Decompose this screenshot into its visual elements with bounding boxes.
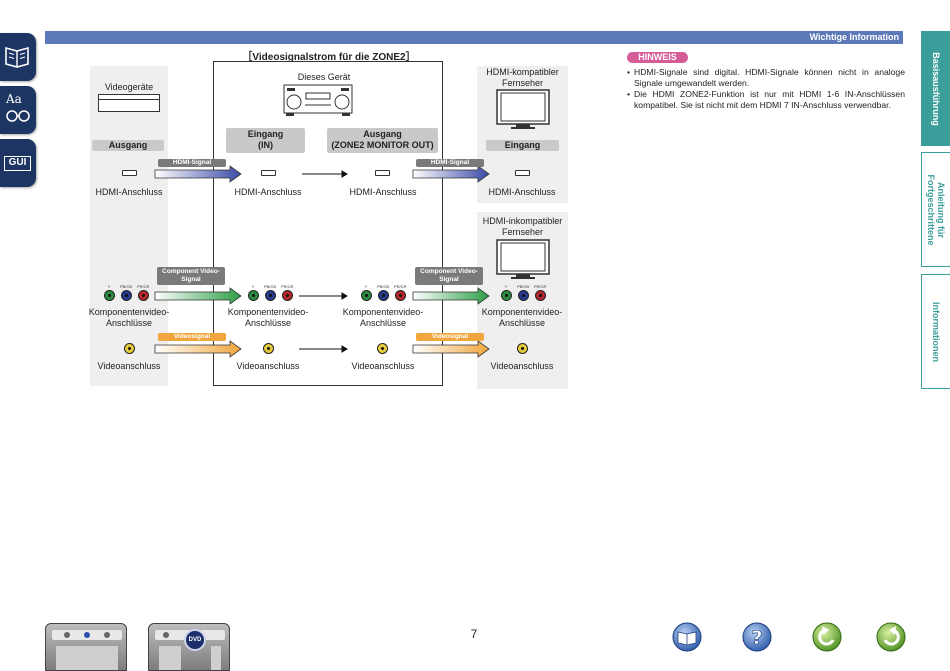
rca-red-icon [282,290,293,301]
hdmi-tv-label: HDMI-kompatibler Fernseher [486,67,559,88]
component-connector-label: Komponentenvideo- Anschlüsse [481,307,563,328]
rca-pr-label: PR/CR [281,284,294,289]
rca-y-label: Y [107,284,111,289]
header-bar: Wichtige Information [45,31,903,44]
video-connector-label: Videoanschluss [236,361,300,371]
hdmi-signal-tag: HDMI-Signal [416,159,484,167]
rca-green-icon [248,290,259,301]
rca-red-icon [535,290,546,301]
forward-icon[interactable] [876,622,906,652]
this-unit-box [213,61,443,386]
rca-pb-label: PB/CB [120,284,133,289]
tab-basisausfuehrung[interactable]: Basisausführung [921,31,950,146]
this-unit-label: Dieses Gerät [297,72,351,82]
rca-blue-icon [518,290,529,301]
component-connector-label: Komponentenvideo- Anschlüsse [88,307,170,328]
book-icon [5,46,29,68]
video-connector-label: Videoanschluss [490,361,554,371]
source-device-label: Videogeräte [104,82,154,92]
component-arrow [412,287,490,305]
svg-text:?: ? [751,627,762,649]
video-connector-label: Videoanschluss [351,361,415,371]
rca-pb-label: PB/CB [377,284,390,289]
book-nav-icon[interactable] [672,622,702,652]
help-icon[interactable]: ? [742,622,772,652]
hdmi-signal-tag: HDMI-Signal [158,159,226,167]
source-column [90,66,168,386]
rca-yellow-icon [263,343,274,354]
dvd-disc-icon: DVD [184,629,206,651]
tab-informationen[interactable]: Informationen [921,274,950,389]
hdmi-port-icon [515,170,530,176]
video-arrow [412,340,490,358]
rca-yellow-icon [517,343,528,354]
hdmi-tv-input-label: Eingang [486,140,559,151]
component-signal-tag: Component Video- Signal [157,267,225,285]
rca-y-label: Y [364,284,368,289]
contents-tab[interactable] [0,33,36,81]
component-connector-label: Komponentenvideo- Anschlüsse [227,307,309,328]
page-number: 7 [470,627,478,641]
rca-green-icon [361,290,372,301]
hdmi-connector-label: HDMI-Anschluss [234,187,302,197]
front-panel-thumb[interactable] [45,623,127,671]
hdmi-connector-label: HDMI-Anschluss [95,187,163,197]
rca-green-icon [501,290,512,301]
source-device-icon [98,94,160,112]
tv-icon [496,89,550,129]
this-unit-output-label: Ausgang (ZONE2 MONITOR OUT) [327,128,438,153]
note-item: Die HDMI ZONE2-Funktion ist nur mit HDMI… [627,89,905,111]
rca-yellow-icon [124,343,135,354]
this-unit-input-label: Eingang (IN) [226,128,305,153]
video-arrow [154,340,242,358]
rca-blue-icon [378,290,389,301]
header-title: Wichtige Information [809,32,899,42]
rca-red-icon [138,290,149,301]
hdmi-port-icon [375,170,390,176]
source-output-label: Ausgang [92,140,164,151]
hdmi-port-icon [261,170,276,176]
rca-pr-label: PR/CR [534,284,547,289]
hdmi-arrow [412,165,490,183]
rca-green-icon [104,290,115,301]
gui-tab[interactable]: GUI [0,139,36,187]
video-signal-tag: Videosignal [158,333,226,341]
rca-pr-label: PR/CR [137,284,150,289]
rca-pr-label: PR/CR [394,284,407,289]
rca-yellow-icon [377,343,388,354]
glasses-icon [6,110,30,122]
gui-icon: GUI [4,156,31,171]
diagram-title: ［Videosignalstrom für die ZONE2］ [242,52,416,63]
dictionary-icon: Aa [6,92,22,106]
rca-red-icon [395,290,406,301]
hdmi-tv-column [477,66,568,203]
rca-y-label: Y [251,284,255,289]
note-item: HDMI-Signale sind digital. HDMI-Signale … [627,67,905,89]
video-connector-label: Videoanschluss [97,361,161,371]
tv-icon [496,239,550,279]
hdmi-arrow [154,165,242,183]
back-icon[interactable] [812,622,842,652]
receiver-icon [283,84,353,116]
rca-pb-label: PB/CB [264,284,277,289]
rca-pb-label: PB/CB [517,284,530,289]
component-signal-tag: Component Video- Signal [415,267,483,285]
rca-blue-icon [121,290,132,301]
hdmi-port-icon [122,170,137,176]
rca-blue-icon [265,290,276,301]
component-arrow [154,287,242,305]
tab-fortgeschrittene[interactable]: Anleitung für Fortgeschrittene [921,152,950,267]
rca-y-label: Y [504,284,508,289]
hinweis-badge: HINWEIS [627,52,688,63]
video-signal-tag: Videosignal [416,333,484,341]
hdmi-connector-label: HDMI-Anschluss [488,187,556,197]
index-tab[interactable]: Aa [0,86,36,134]
hdmi-connector-label: HDMI-Anschluss [349,187,417,197]
component-connector-label: Komponentenvideo- Anschlüsse [342,307,424,328]
remote-thumb[interactable]: DVD [148,623,230,671]
non-hdmi-tv-label: HDMI-inkompatibler Fernseher [482,216,563,237]
